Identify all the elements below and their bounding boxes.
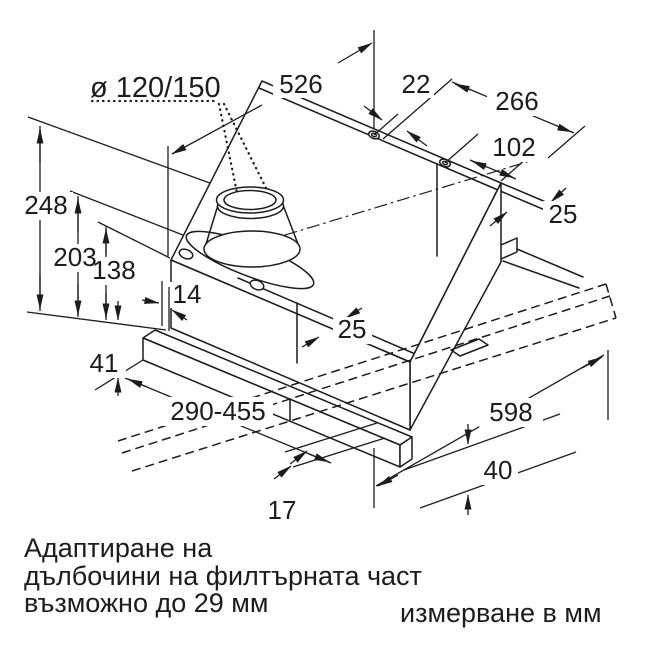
note-line-3: възможно до 29 мм xyxy=(24,588,268,618)
dim-41-label: 41 xyxy=(90,348,119,378)
visor-bottom-edge xyxy=(131,317,617,472)
dim-102-label: 102 xyxy=(492,132,535,162)
dim-598-label: 598 xyxy=(489,397,532,427)
dim-17 xyxy=(273,422,386,480)
dim-40-label: 40 xyxy=(484,455,513,485)
mounting-bracket-notch xyxy=(500,237,518,260)
dim-138-label: 138 xyxy=(92,255,135,285)
cone-opening xyxy=(223,189,277,211)
dim-290-455-label: 290-455 xyxy=(170,396,265,426)
label-backplates xyxy=(20,68,583,525)
units-note: измерване в мм xyxy=(400,598,602,628)
duct-adapter xyxy=(178,186,315,291)
dim-25-middle xyxy=(301,307,363,348)
visor-inner-edge xyxy=(121,295,611,454)
dim-203-label: 203 xyxy=(53,242,96,272)
rail-bottom-line xyxy=(502,260,580,289)
dim-17-label: 17 xyxy=(268,495,297,525)
cone-base xyxy=(203,230,301,268)
dim-diameter xyxy=(90,99,268,195)
cone-left-side xyxy=(205,204,219,245)
dim-248-label: 248 xyxy=(24,190,67,220)
dim-526 xyxy=(167,30,375,256)
dim-25-right xyxy=(489,187,567,227)
visor-right-end xyxy=(605,283,617,319)
dim-14-label: 14 xyxy=(173,279,202,309)
main-housing xyxy=(170,80,584,431)
center-axis-line xyxy=(261,157,541,243)
note-line-1: Адаптиране на xyxy=(24,533,213,563)
dim-25-middle-label: 25 xyxy=(338,314,367,344)
rail-top-line xyxy=(516,248,584,278)
flange-screw-hole xyxy=(178,248,194,260)
front-ledge-line xyxy=(237,277,414,354)
flange-screw-hole xyxy=(249,279,265,291)
dim-266-label: 266 xyxy=(495,86,538,116)
dim-526-label: 526 xyxy=(279,69,322,99)
filter-bar-end-face xyxy=(399,436,413,468)
dim-diameter-label: ø 120/150 xyxy=(90,72,221,104)
dim-22-label: 22 xyxy=(402,69,431,99)
visor-handle xyxy=(450,338,489,357)
back-ledge-line xyxy=(258,87,499,191)
dim-22 xyxy=(363,78,453,147)
dim-25-right-label: 25 xyxy=(549,199,578,229)
note-line-2: дълбочини на филтърната част xyxy=(24,561,422,591)
cone-right-side xyxy=(282,204,299,245)
dim-14 xyxy=(141,281,188,331)
